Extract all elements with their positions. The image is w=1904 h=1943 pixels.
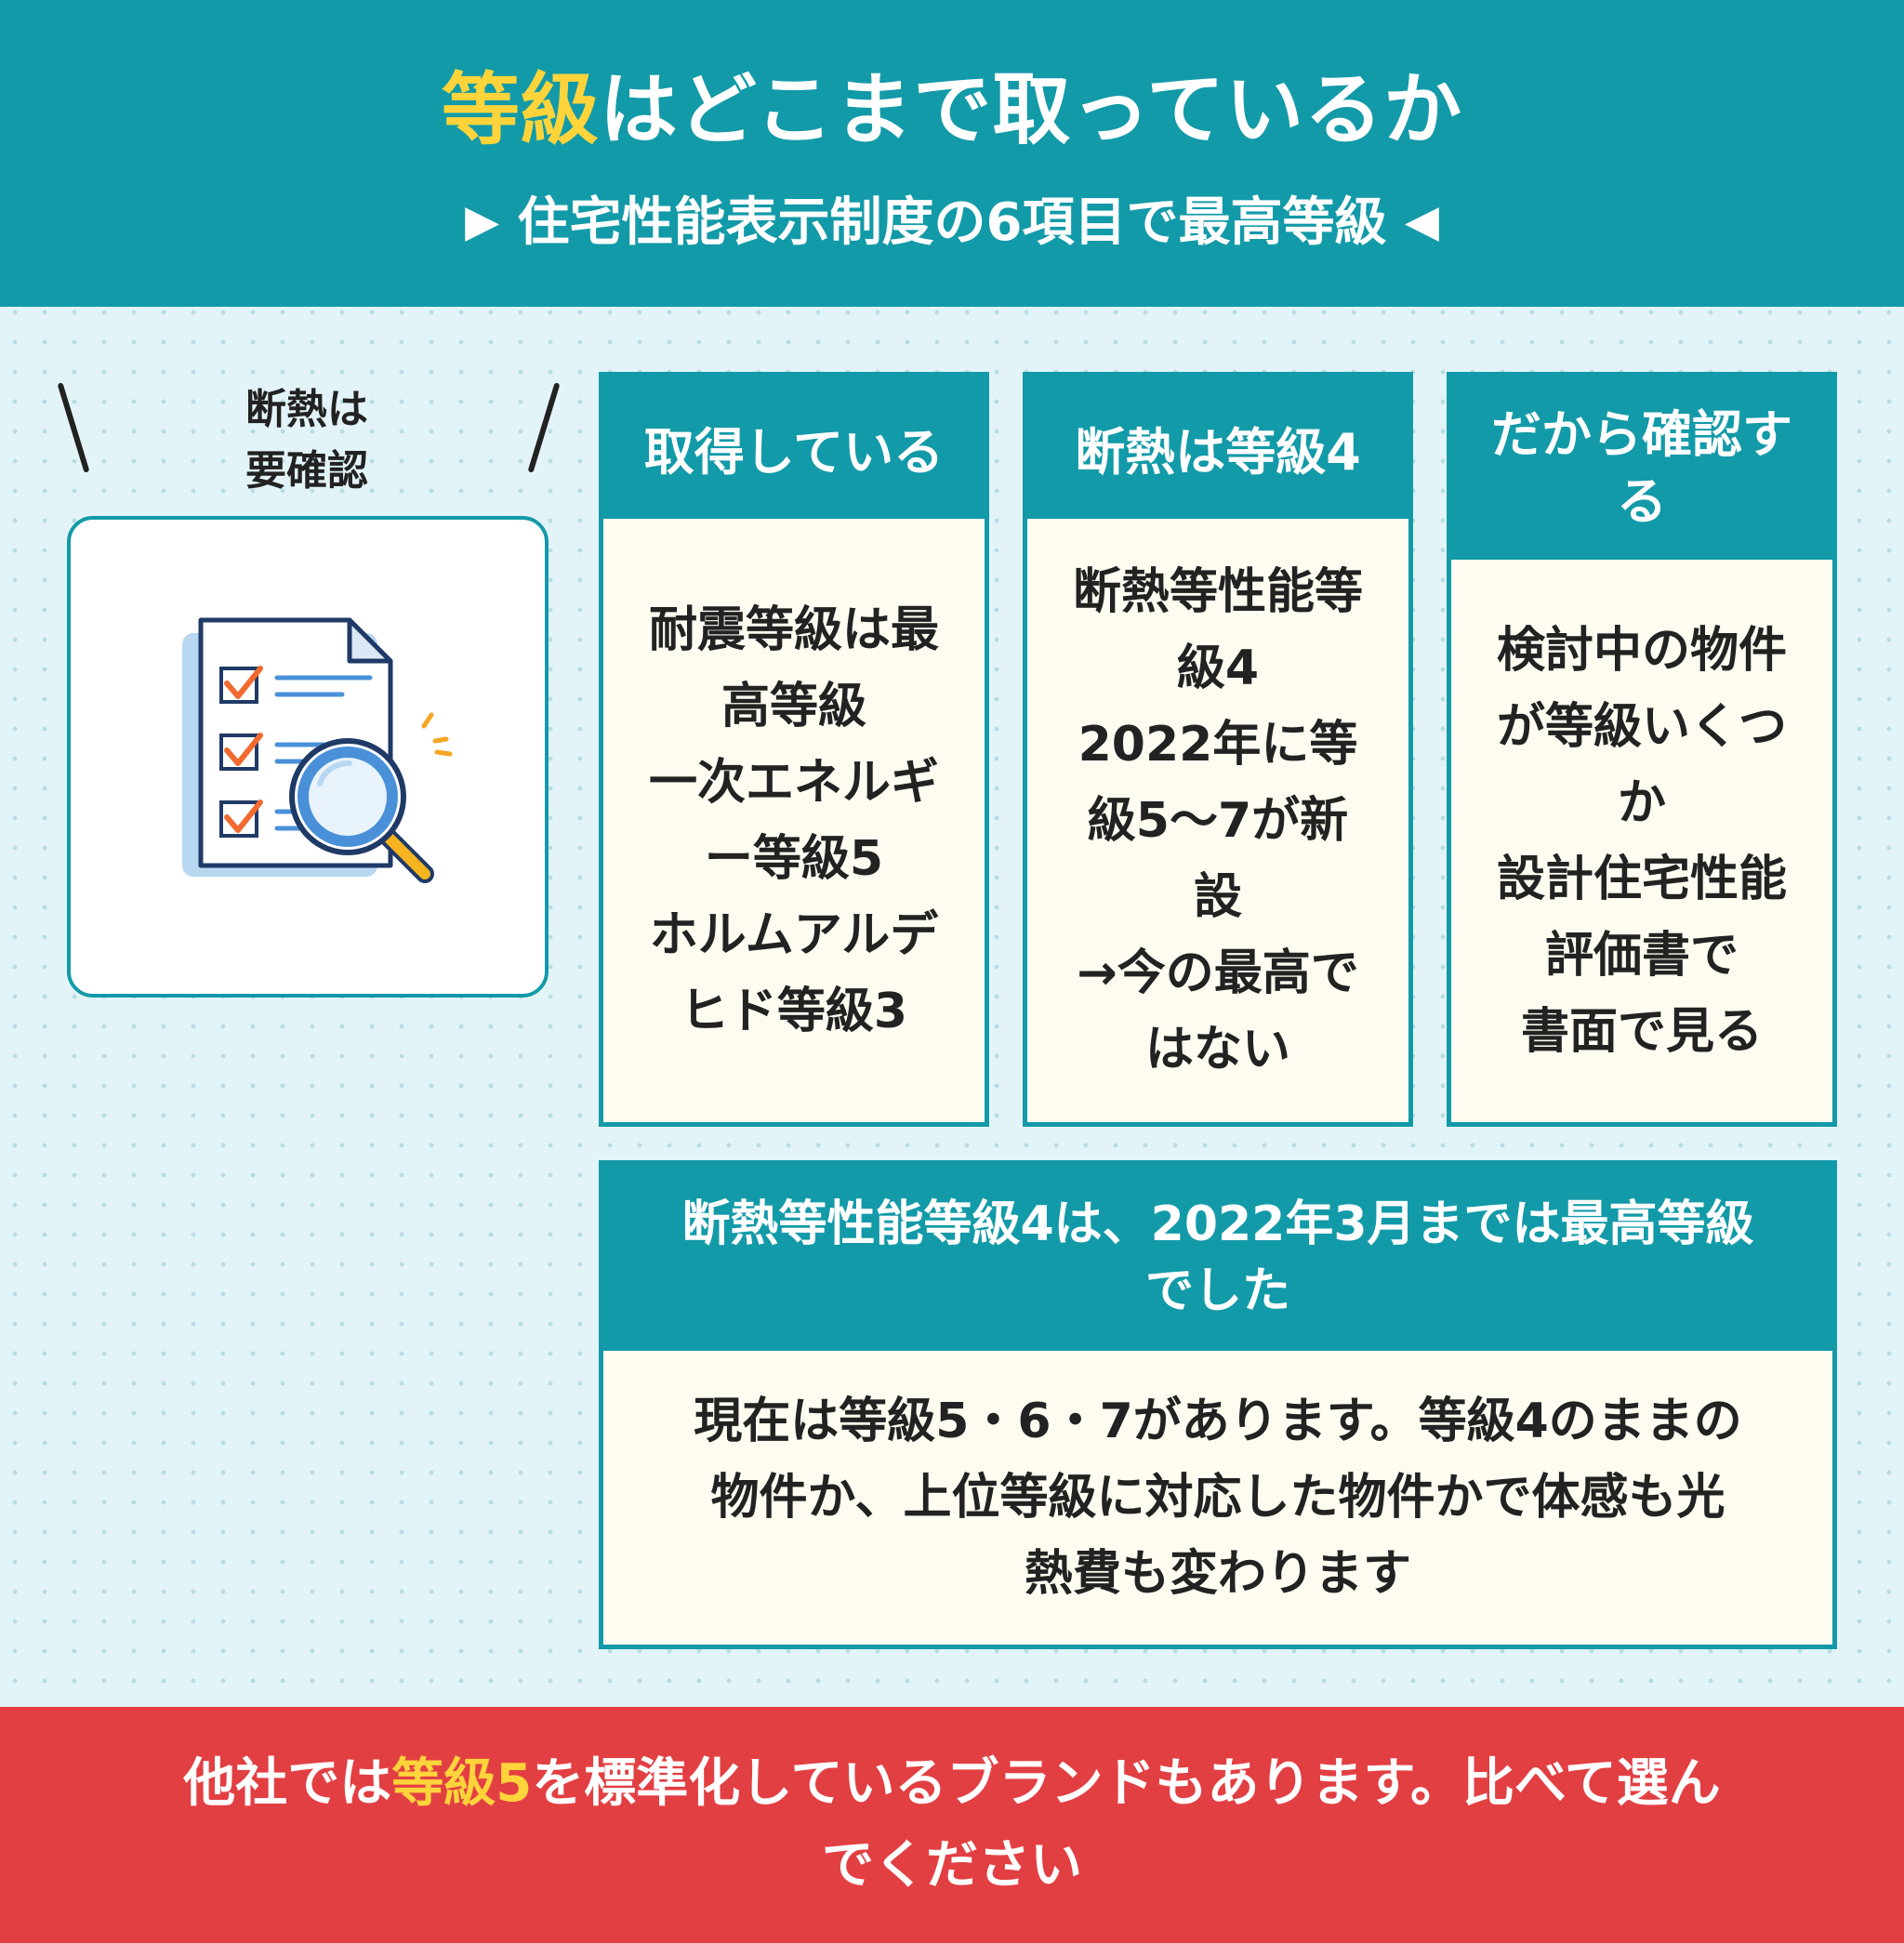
info-card-wide: 断熱等性能等級4は、2022年3月までは最高等級 でした 現在は等級5・6・7が… bbox=[599, 1160, 1837, 1649]
subtitle-text: 住宅性能表示制度の6項目で最高等級 bbox=[517, 192, 1387, 253]
card-body: 現在は等級5・6・7があります。等級4のままの 物件か、上位等級に対応した物件か… bbox=[603, 1351, 1832, 1645]
card-body-line: 2022年に等 bbox=[1078, 716, 1358, 773]
card-title: 断熱は等級4 bbox=[1027, 377, 1408, 519]
info-card-confirm: だから確認す る 検討中の物件 が等級いくつ か 設計住宅性能 評価書で 書面で… bbox=[1447, 372, 1837, 1127]
info-card-acquired: 取得している 耐震等級は最 高等級 一次エネルギ ー等級5 ホルムアルデ ヒド等… bbox=[599, 372, 989, 1127]
checkbox-icon bbox=[219, 666, 263, 704]
card-body-line: 検討中の物件 bbox=[1496, 622, 1787, 679]
card-body-line: 現在は等級5・6・7があります。等級4のままの bbox=[694, 1394, 1742, 1449]
card-body-line: 熱費も変わります bbox=[1024, 1546, 1411, 1602]
emphasis-line-right bbox=[527, 382, 561, 473]
card-body-line: 高等級 bbox=[721, 678, 866, 734]
card-body-line: はない bbox=[1144, 1021, 1290, 1077]
checkbox-icon bbox=[219, 800, 263, 838]
card-body: 断熱等性能等 級4 2022年に等 級5〜7が新 設 →今の最高で はない bbox=[1027, 519, 1408, 1122]
footer-text-part: 他社では bbox=[183, 1753, 392, 1814]
card-body-line: 級5〜7が新 bbox=[1087, 792, 1349, 849]
card-body-line: 断熱等性能等 bbox=[1072, 563, 1363, 620]
footer-text-part: でください bbox=[821, 1835, 1082, 1896]
card-body-line: が等級いくつ bbox=[1496, 698, 1787, 755]
emphasis-line-left bbox=[57, 382, 90, 473]
card-body-line: 物件か、上位等級に対応した物件かで体感も光 bbox=[710, 1470, 1726, 1526]
sparkle-icon bbox=[421, 712, 453, 757]
checklist-magnifier-icon bbox=[182, 617, 453, 883]
page-title: 等級はどこまで取っているか bbox=[0, 63, 1904, 156]
title-highlight: 等級 bbox=[441, 64, 600, 155]
card-body-line: 書面で見る bbox=[1520, 1003, 1763, 1060]
document-fold bbox=[347, 617, 393, 664]
card-title-line: でした bbox=[1144, 1263, 1290, 1319]
aside-label-line: 断熱は bbox=[245, 386, 368, 433]
card-body-line: か bbox=[1617, 774, 1666, 831]
card-body-line: ホルムアルデ bbox=[649, 906, 939, 963]
illustration-card bbox=[67, 516, 549, 998]
page-subtitle: ▶ 住宅性能表示制度の6項目で最高等級 ◀ bbox=[0, 186, 1904, 258]
card-title: 取得している bbox=[603, 377, 985, 519]
footer-highlight: 等級5 bbox=[391, 1753, 533, 1814]
magnifier-icon bbox=[289, 738, 434, 883]
card-body-line: 評価書で bbox=[1544, 927, 1739, 984]
card-title: 断熱等性能等級4は、2022年3月までは最高等級 でした bbox=[603, 1165, 1832, 1351]
card-body: 耐震等級は最 高等級 一次エネルギ ー等級5 ホルムアルデ ヒド等級3 bbox=[603, 519, 985, 1122]
info-card-insulation: 断熱は等級4 断熱等性能等 級4 2022年に等 級5〜7が新 設 →今の最高で… bbox=[1023, 372, 1413, 1127]
card-title-line: だから確認す bbox=[1491, 404, 1792, 464]
card-body-line: →今の最高で bbox=[1077, 945, 1359, 1001]
right-triangle-icon: ▶ bbox=[465, 195, 500, 247]
title-rest: はどこまで取っているか bbox=[599, 64, 1463, 155]
checkbox-icon bbox=[219, 733, 263, 771]
card-body-line: 一次エネルギ bbox=[648, 754, 939, 811]
card-body-line: 級4 bbox=[1176, 640, 1260, 696]
card-body-line: 耐震等級は最 bbox=[648, 601, 939, 658]
aside-label: 断熱は 要確認 bbox=[218, 379, 395, 502]
card-title: だから確認す る bbox=[1451, 377, 1832, 560]
aside-label-line: 要確認 bbox=[245, 447, 368, 495]
card-title-line: る bbox=[1617, 471, 1667, 531]
card-body-line: 設計住宅性能 bbox=[1496, 851, 1787, 907]
card-body: 検討中の物件 が等級いくつ か 設計住宅性能 評価書で 書面で見る bbox=[1451, 560, 1832, 1122]
card-body-line: ー等級5 bbox=[704, 830, 884, 887]
header-banner: 等級はどこまで取っているか ▶ 住宅性能表示制度の6項目で最高等級 ◀ bbox=[0, 0, 1904, 307]
card-title-line: 断熱等性能等級4は、2022年3月までは最高等級 bbox=[681, 1196, 1754, 1252]
left-triangle-icon: ◀ bbox=[1404, 195, 1439, 247]
card-body-line: 設 bbox=[1193, 868, 1242, 925]
card-body-line: ヒド等級3 bbox=[680, 983, 908, 1039]
footer-text-part: を標準化しているブランドもあります。比べて選ん bbox=[532, 1753, 1721, 1814]
footer-text: 他社では等級5を標準化しているブランドもあります。比べて選ん でください bbox=[183, 1743, 1720, 1907]
footer-banner: 他社では等級5を標準化しているブランドもあります。比べて選ん でください bbox=[0, 1707, 1904, 1943]
